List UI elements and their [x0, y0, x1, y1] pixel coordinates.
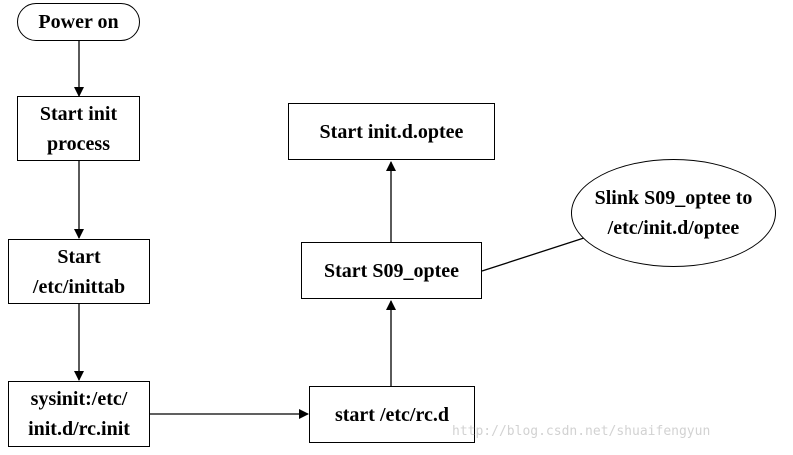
start-init-process-node: Start init process — [17, 96, 140, 161]
start-rcd-node: start /etc/rc.d — [309, 386, 475, 443]
sysinit-node: sysinit:/etc/ init.d/rc.init — [8, 381, 150, 447]
connector-s09-to-slink — [481, 236, 588, 272]
slink-note-ellipse: Slink S09_optee to /etc/init.d/optee — [571, 159, 776, 267]
start-inittab-node: Start /etc/inittab — [8, 239, 150, 304]
start-initd-optee-node: Start init.d.optee — [288, 103, 495, 160]
power-on-node: Power on — [17, 3, 140, 41]
watermark-text: http://blog.csdn.net/shuaifengyun — [452, 424, 711, 439]
start-s09-optee-node: Start S09_optee — [301, 242, 482, 299]
